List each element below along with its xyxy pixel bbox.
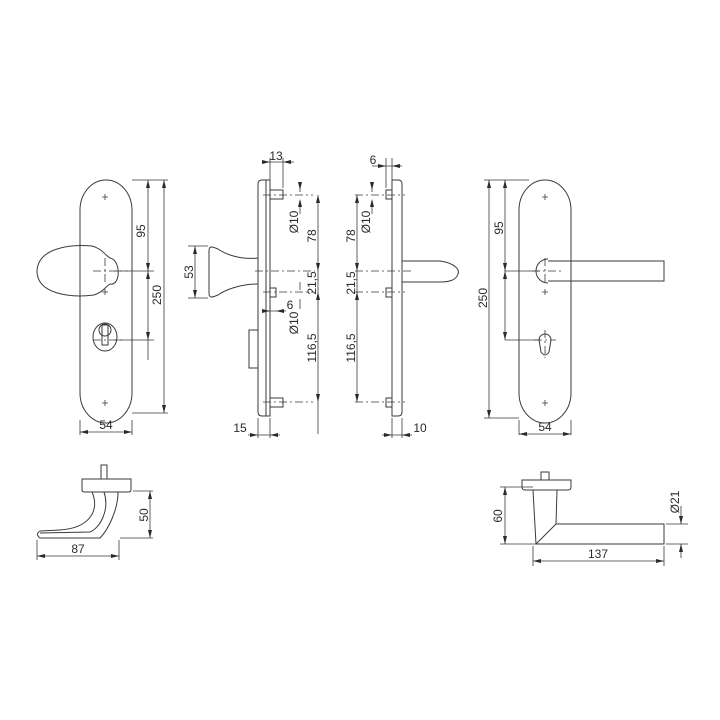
dim-13: 13	[269, 149, 283, 163]
knob-shape	[36, 245, 119, 297]
side-plate	[257, 179, 267, 417]
knob-profile-shape	[37, 491, 119, 539]
dim-50: 50	[137, 508, 151, 522]
lever-side-view: 6 Ø10 78 21,5 116,5 10	[344, 153, 459, 438]
dim-diameter-10-mid: Ø10	[287, 311, 301, 334]
dim-137: 137	[588, 547, 608, 561]
dim-diameter-10: Ø10	[359, 210, 373, 233]
extension-lines	[114, 179, 168, 414]
pin-bottom	[385, 397, 393, 408]
spindle	[540, 471, 550, 481]
lever-backplate	[518, 179, 572, 424]
dim-diameter-21: Ø21	[668, 490, 682, 513]
lever-side-shape	[402, 260, 459, 283]
dim-15: 15	[233, 421, 247, 435]
pin-top	[385, 189, 393, 200]
pin-mid	[385, 287, 393, 298]
dim-78: 78	[305, 229, 319, 243]
dim-6: 6	[370, 153, 377, 167]
dim-21-5: 21,5	[344, 271, 358, 295]
dim-6-mid: 6	[287, 298, 294, 312]
cylinder-rose	[92, 322, 118, 352]
knob-front-view: 95 250 54	[36, 179, 168, 435]
center-lines	[355, 194, 413, 403]
lever-front-view: 95 250 54	[476, 179, 665, 436]
dim-78: 78	[344, 229, 358, 243]
cylinder-slot	[101, 324, 109, 346]
pin-top	[269, 189, 284, 200]
knob-side-shape	[208, 246, 259, 298]
rose	[521, 479, 572, 491]
spindle	[100, 464, 108, 480]
center-lines	[255, 194, 315, 403]
center-line	[534, 330, 556, 358]
screw-cross-icon	[102, 289, 108, 295]
knob-side-view: 13 Ø10 78 21,5 116,5 Ø10 6 53 15	[182, 149, 320, 438]
dim-53: 53	[182, 265, 196, 279]
screw-cross-icon	[102, 400, 108, 406]
dim-95: 95	[492, 221, 506, 235]
dim-54: 54	[99, 418, 113, 432]
pin-mid	[269, 287, 277, 298]
cylinder-housing	[248, 329, 259, 369]
dim-21-5: 21,5	[305, 271, 319, 295]
dim-diameter-10-top: Ø10	[287, 210, 301, 233]
dim-10: 10	[413, 421, 427, 435]
dim-60: 60	[491, 509, 505, 523]
side-plate	[391, 179, 403, 417]
lever-profile-shape	[532, 489, 665, 545]
screw-cross-icon	[102, 194, 108, 200]
lever-profile-view: 60 Ø21 137	[491, 471, 688, 566]
width-dimension	[79, 420, 133, 435]
screw-cross-icon	[542, 289, 548, 295]
dim-116-5: 116,5	[344, 333, 358, 362]
dim-54: 54	[538, 420, 552, 434]
pin-bottom	[269, 397, 284, 408]
knob-backplate	[79, 179, 133, 424]
screw-cross-icon	[542, 400, 548, 406]
screw-cross-icon	[542, 194, 548, 200]
rose	[81, 478, 132, 493]
cylinder-hole	[98, 323, 112, 337]
knob-profile-view: 50 87	[36, 464, 153, 560]
dim-116-5: 116,5	[305, 333, 319, 362]
lever-arm	[548, 260, 665, 282]
dim-250: 250	[150, 285, 164, 305]
dim-95: 95	[134, 224, 148, 238]
dim-250: 250	[476, 288, 490, 308]
dim-87: 87	[71, 542, 85, 556]
